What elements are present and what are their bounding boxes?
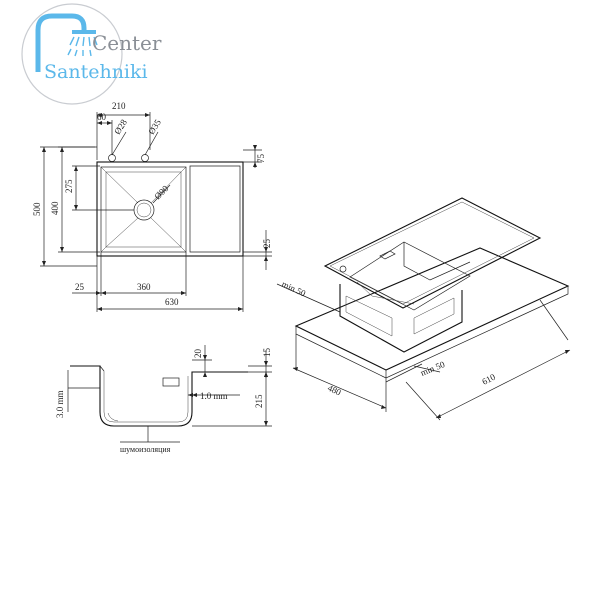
dim-min50-left: min 50 bbox=[280, 279, 308, 299]
dim-610: 610 bbox=[480, 372, 497, 387]
dim-400: 400 bbox=[50, 201, 60, 215]
logo-text-center: Center bbox=[92, 31, 162, 55]
tap-hole-left bbox=[108, 154, 116, 162]
insulation-curve bbox=[107, 412, 119, 422]
drainboard-outline bbox=[189, 165, 241, 253]
iso-tap-hole bbox=[339, 265, 347, 273]
dim-min50-right: min 50 bbox=[419, 359, 447, 378]
iso-window-left bbox=[345, 295, 393, 337]
dim-3mm: 3.0 mm bbox=[55, 390, 65, 418]
logo-ring bbox=[21, 3, 123, 105]
tap-hole-right bbox=[141, 154, 149, 162]
sink-outline bbox=[96, 161, 244, 257]
isometric-view: min 50 min 50 480 610 bbox=[276, 197, 571, 421]
dim-25-bottom: 25 bbox=[75, 282, 85, 292]
dim-25-right: 25 bbox=[262, 239, 272, 249]
dim-210: 210 bbox=[112, 101, 126, 111]
iso-overflow-slot bbox=[379, 250, 396, 260]
top-view: 210 60 Ø28 Ø35 75 275 500 400 Ø90 25 25 … bbox=[32, 101, 272, 312]
overflow-slot bbox=[162, 377, 180, 387]
dim-diameter-35: Ø35 bbox=[146, 117, 163, 136]
brand-logo: Center Santehniki bbox=[21, 3, 162, 105]
dim-215: 215 bbox=[254, 394, 264, 408]
bowl-outline bbox=[100, 166, 187, 253]
iso-bowl-rim bbox=[349, 241, 471, 311]
dim-60: 60 bbox=[97, 112, 107, 122]
dim-500: 500 bbox=[32, 202, 42, 216]
dim-20: 20 bbox=[193, 349, 203, 359]
dim-15: 15 bbox=[262, 348, 272, 358]
dim-360: 360 bbox=[137, 282, 151, 292]
shower-icon bbox=[35, 13, 98, 72]
dim-630: 630 bbox=[165, 297, 179, 307]
dim-diameter-28: Ø28 bbox=[112, 117, 129, 136]
logo-text-santehniki: Santehniki bbox=[44, 61, 148, 83]
sink-deck bbox=[323, 197, 542, 309]
iso-window-right bbox=[413, 297, 455, 335]
dim-275: 275 bbox=[64, 179, 74, 193]
section-view: 20 15 3.0 mm 1.0 mm 215 шумоизоляция bbox=[55, 345, 272, 454]
section-profile bbox=[70, 365, 248, 427]
label-noise-insulation: шумоизоляция bbox=[120, 445, 171, 454]
dim-480: 480 bbox=[326, 383, 343, 398]
dim-75: 75 bbox=[256, 154, 266, 164]
iso-bowl-body bbox=[339, 284, 463, 353]
bowl-inner bbox=[105, 171, 182, 248]
dim-1mm: 1.0 mm bbox=[200, 391, 228, 401]
